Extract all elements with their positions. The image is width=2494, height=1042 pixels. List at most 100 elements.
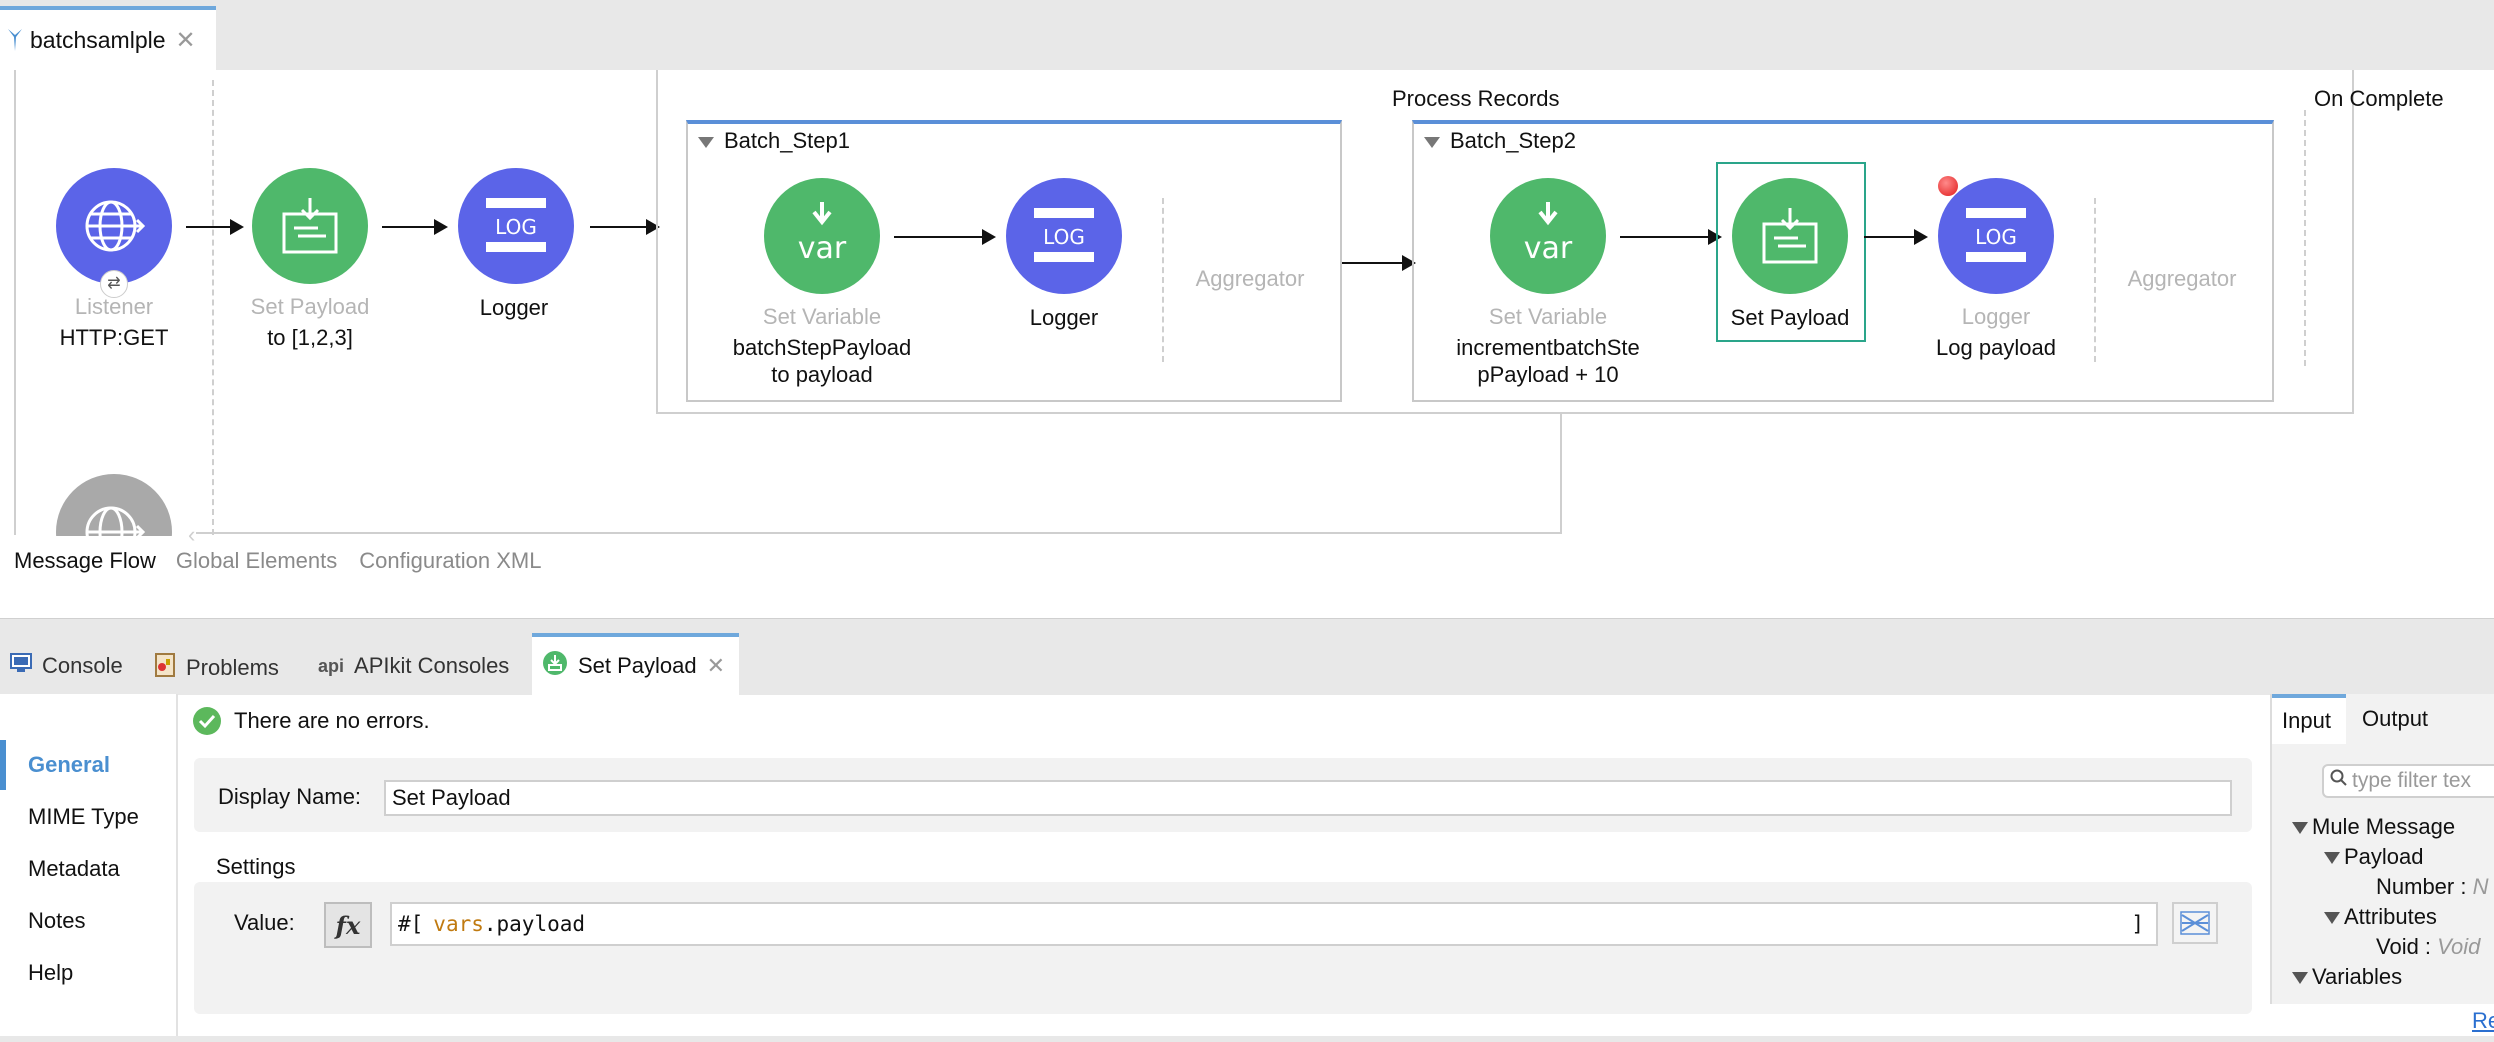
set-payload-name: to [1,2,3]	[267, 325, 353, 350]
nav-general[interactable]: General	[28, 752, 110, 777]
expr-variable: vars	[433, 912, 484, 936]
logger-node[interactable]: LOG	[1938, 178, 2054, 294]
aggregator-separator	[2094, 198, 2096, 362]
mule-app-icon	[6, 27, 24, 53]
logger-node[interactable]: LOG	[1006, 178, 1122, 294]
tree-variables[interactable]: Variables	[2292, 964, 2402, 990]
expand-triangle-icon[interactable]	[2292, 822, 2308, 835]
selected-node-frame	[1716, 162, 1866, 342]
display-name-input[interactable]: Set Payload	[384, 780, 2232, 816]
breakpoint-icon[interactable]	[1938, 176, 1958, 196]
flow-arrow	[894, 229, 996, 245]
flow-arrow	[382, 219, 448, 235]
set-variable-type: Set Variable	[762, 304, 882, 329]
tree-number: Number : N	[2376, 874, 2489, 899]
tab-output[interactable]: Output	[2362, 706, 2429, 731]
value-expression-input[interactable]: #[vars.payload ]	[390, 902, 2158, 946]
svg-text:var: var	[1524, 231, 1573, 266]
set-variable-node[interactable]: var	[764, 178, 880, 294]
batch-step2-box[interactable]	[1412, 120, 2274, 402]
nav-notes[interactable]: Notes	[28, 908, 86, 933]
tab-apikit-consoles[interactable]: api APIkit Consoles	[318, 653, 510, 678]
tab-console[interactable]: Console	[10, 653, 123, 679]
flow-arrow	[186, 219, 244, 235]
svg-text:var: var	[798, 231, 847, 266]
aggregator-label[interactable]: Aggregator	[1195, 266, 1305, 291]
value-label: Value:	[234, 910, 295, 935]
return-line-vertical	[1560, 414, 1562, 534]
metadata-panel: Input Output type filter tex Mule Messag…	[2270, 694, 2494, 1004]
problems-icon	[154, 653, 176, 683]
source-separator	[212, 80, 214, 535]
set-variable-name-line2: pPayload + 10	[1477, 362, 1619, 387]
flow-border-left	[14, 70, 16, 535]
logger-type: Logger	[1961, 304, 2031, 329]
expand-triangle-icon[interactable]	[2324, 912, 2340, 925]
nav-metadata[interactable]: Metadata	[28, 856, 120, 881]
logger-icon: LOG	[1966, 208, 2026, 262]
nav-help[interactable]: Help	[28, 960, 74, 985]
tree-mule-message[interactable]: Mule Message	[2292, 814, 2455, 840]
return-line-horizontal	[196, 532, 1562, 534]
tree-attributes[interactable]: Attributes	[2324, 904, 2437, 930]
batch-step2-title[interactable]: Batch_Step2	[1424, 128, 1576, 154]
logger-node[interactable]: LOG	[458, 168, 574, 284]
return-arrow-icon: ‹	[188, 522, 196, 547]
filter-input[interactable]: type filter tex	[2322, 764, 2494, 798]
set-payload-icon	[282, 198, 338, 254]
metadata-link[interactable]: Re	[2472, 1008, 2494, 1033]
editor-tab-strip: batchsamlple ✕	[0, 0, 2494, 71]
logger-icon: LOG	[486, 198, 546, 252]
editor-tab-label: batchsamlple	[30, 26, 166, 53]
globe-icon	[85, 200, 146, 252]
logger-name: Logger	[479, 295, 549, 320]
expand-triangle-icon[interactable]	[2292, 972, 2308, 985]
tab-global-elements[interactable]: Global Elements	[175, 548, 338, 573]
set-variable-icon: var	[798, 202, 847, 266]
flow-arrow	[1342, 255, 1416, 271]
listener-node[interactable]	[56, 168, 172, 284]
nav-active-indicator	[0, 740, 6, 790]
listener-name: HTTP:GET	[59, 325, 169, 350]
svg-text:LOG: LOG	[1975, 225, 2017, 249]
bidirectional-icon: ⇄	[100, 270, 128, 298]
properties-nav: General MIME Type Metadata Notes Help	[0, 694, 178, 1042]
tab-configuration-xml[interactable]: Configuration XML	[359, 548, 542, 573]
transform-icon	[2180, 911, 2210, 935]
batch-step1-title[interactable]: Batch_Step1	[698, 128, 850, 154]
tree-payload[interactable]: Payload	[2324, 844, 2424, 870]
set-payload-node[interactable]	[252, 168, 368, 284]
tab-input[interactable]: Input	[2272, 694, 2346, 744]
collapse-triangle-icon[interactable]	[1424, 136, 1440, 148]
listener-type: Listener	[74, 294, 154, 319]
status-row: There are no errors.	[192, 706, 430, 736]
batch-step1-box[interactable]	[686, 120, 1342, 402]
error-handler-node[interactable]	[56, 474, 172, 536]
close-icon[interactable]: ✕	[175, 26, 196, 54]
transform-button[interactable]	[2172, 902, 2218, 944]
console-icon	[10, 653, 32, 679]
editor-tab-batchsample[interactable]: batchsamlple ✕	[0, 6, 216, 70]
fx-icon: fx	[335, 910, 361, 940]
panel-tab-strip: Console Problems api APIkit Consoles Set…	[0, 618, 2494, 695]
status-text: There are no errors.	[234, 708, 430, 733]
flow-arrow	[1620, 229, 1722, 245]
set-payload-node-selected[interactable]	[1732, 178, 1848, 294]
check-icon	[192, 706, 222, 736]
flow-arrow	[1864, 229, 1928, 245]
fx-toggle-button[interactable]: fx	[324, 902, 372, 948]
logger-icon: LOG	[1034, 208, 1094, 262]
set-variable-name-line1: incrementbatchSte	[1456, 335, 1640, 360]
set-variable-node[interactable]: var	[1490, 178, 1606, 294]
aggregator-label[interactable]: Aggregator	[2127, 266, 2237, 291]
search-icon	[2330, 769, 2348, 793]
tab-message-flow[interactable]: Message Flow	[14, 548, 156, 573]
expand-triangle-icon[interactable]	[2324, 852, 2340, 865]
collapse-triangle-icon[interactable]	[698, 136, 714, 148]
tab-set-payload[interactable]: Set Payload ✕	[532, 633, 740, 695]
expr-suffix: ]	[2131, 912, 2144, 936]
tab-problems[interactable]: Problems	[154, 653, 279, 683]
close-icon[interactable]: ✕	[706, 653, 726, 678]
flow-arrow	[590, 219, 660, 235]
nav-mime-type[interactable]: MIME Type	[28, 804, 139, 829]
